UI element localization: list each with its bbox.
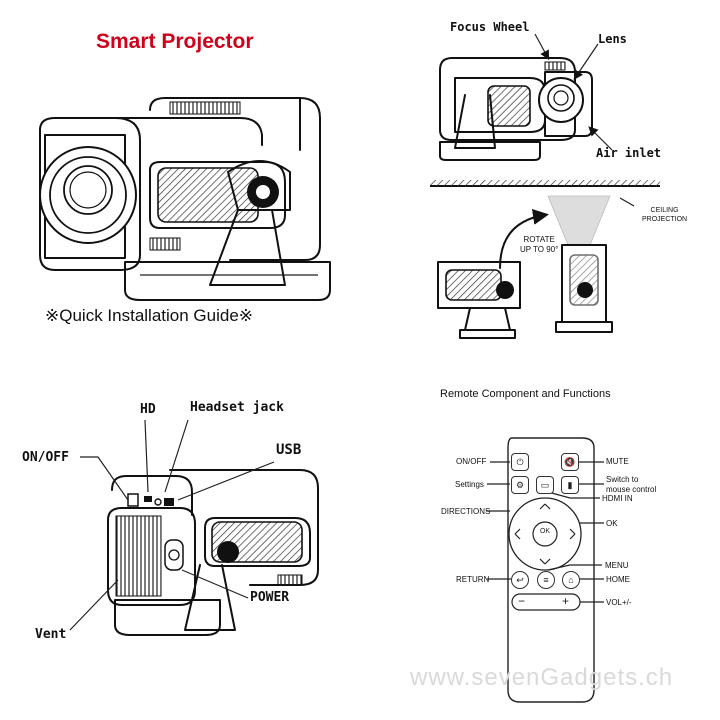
labeled-projector-drawing <box>439 33 613 161</box>
label-ceiling: CEILING PROJECTION <box>642 206 687 224</box>
remote-label-mute: MUTE <box>606 457 629 466</box>
remote-title: Remote Component and Functions <box>440 388 611 400</box>
remote-label-vol: VOL+/- <box>606 598 632 607</box>
home-icon[interactable]: ⌂ <box>562 571 580 589</box>
remote-label-hdmi: HDMI IN <box>602 494 633 503</box>
label-air-inlet: Air inlet <box>596 146 662 160</box>
label-power: POWER <box>250 590 290 605</box>
ok-button[interactable]: OK <box>539 528 551 535</box>
remote-label-return: RETURN <box>456 575 490 584</box>
watermark: www.sevenGadgets.ch <box>410 664 674 691</box>
label-on-off: ON/OFF <box>22 450 69 465</box>
remote-label-mouse: Switch to mouse control <box>606 475 656 495</box>
power-icon[interactable]: ⏻ <box>511 453 529 471</box>
settings-icon[interactable]: ⚙ <box>511 476 529 494</box>
label-vent: Vent <box>35 627 67 642</box>
label-usb: USB <box>276 442 302 458</box>
label-hd: HD <box>140 402 156 417</box>
rotate-line1: ROTATE <box>523 235 555 244</box>
remote-label-on-off: ON/OFF <box>456 457 487 466</box>
volume-down-button[interactable]: − <box>518 594 526 608</box>
ceiling-projection-drawing <box>430 180 660 339</box>
label-headset-jack: Headset jack <box>190 400 284 415</box>
mute-icon[interactable]: 🔇 <box>561 453 579 471</box>
page-title: Smart Projector <box>96 30 254 53</box>
remote-label-settings: Settings <box>455 480 484 489</box>
hdmi-icon[interactable]: ▭ <box>536 476 554 494</box>
mouse-line1: Switch to <box>606 475 639 484</box>
main-projector-drawing <box>39 97 331 301</box>
guide-caption: ※Quick Installation Guide※ <box>45 306 254 325</box>
remote-label-home: HOME <box>606 575 630 584</box>
remote-label-ok: OK <box>606 519 618 528</box>
mouse-icon[interactable]: ▮ <box>561 476 579 494</box>
remote-drawing <box>486 437 604 703</box>
label-focus-wheel: Focus Wheel <box>450 20 530 34</box>
ports-projector-drawing <box>69 419 319 636</box>
remote-label-directions: DIRECTIONS <box>441 507 491 516</box>
rotate-line2: UP TO 90° <box>520 245 559 254</box>
label-rotate: ROTATE UP TO 90° <box>520 235 558 255</box>
volume-up-button[interactable]: + <box>562 594 570 608</box>
ceiling-line2: PROJECTION <box>642 216 688 223</box>
menu-icon[interactable]: ≡ <box>537 571 555 589</box>
ceiling-line1: CEILING <box>650 207 679 214</box>
label-lens: Lens <box>598 32 627 46</box>
mouse-line2: mouse control <box>606 485 657 494</box>
return-icon[interactable]: ↩ <box>511 571 529 589</box>
remote-label-menu: MENU <box>605 561 629 570</box>
